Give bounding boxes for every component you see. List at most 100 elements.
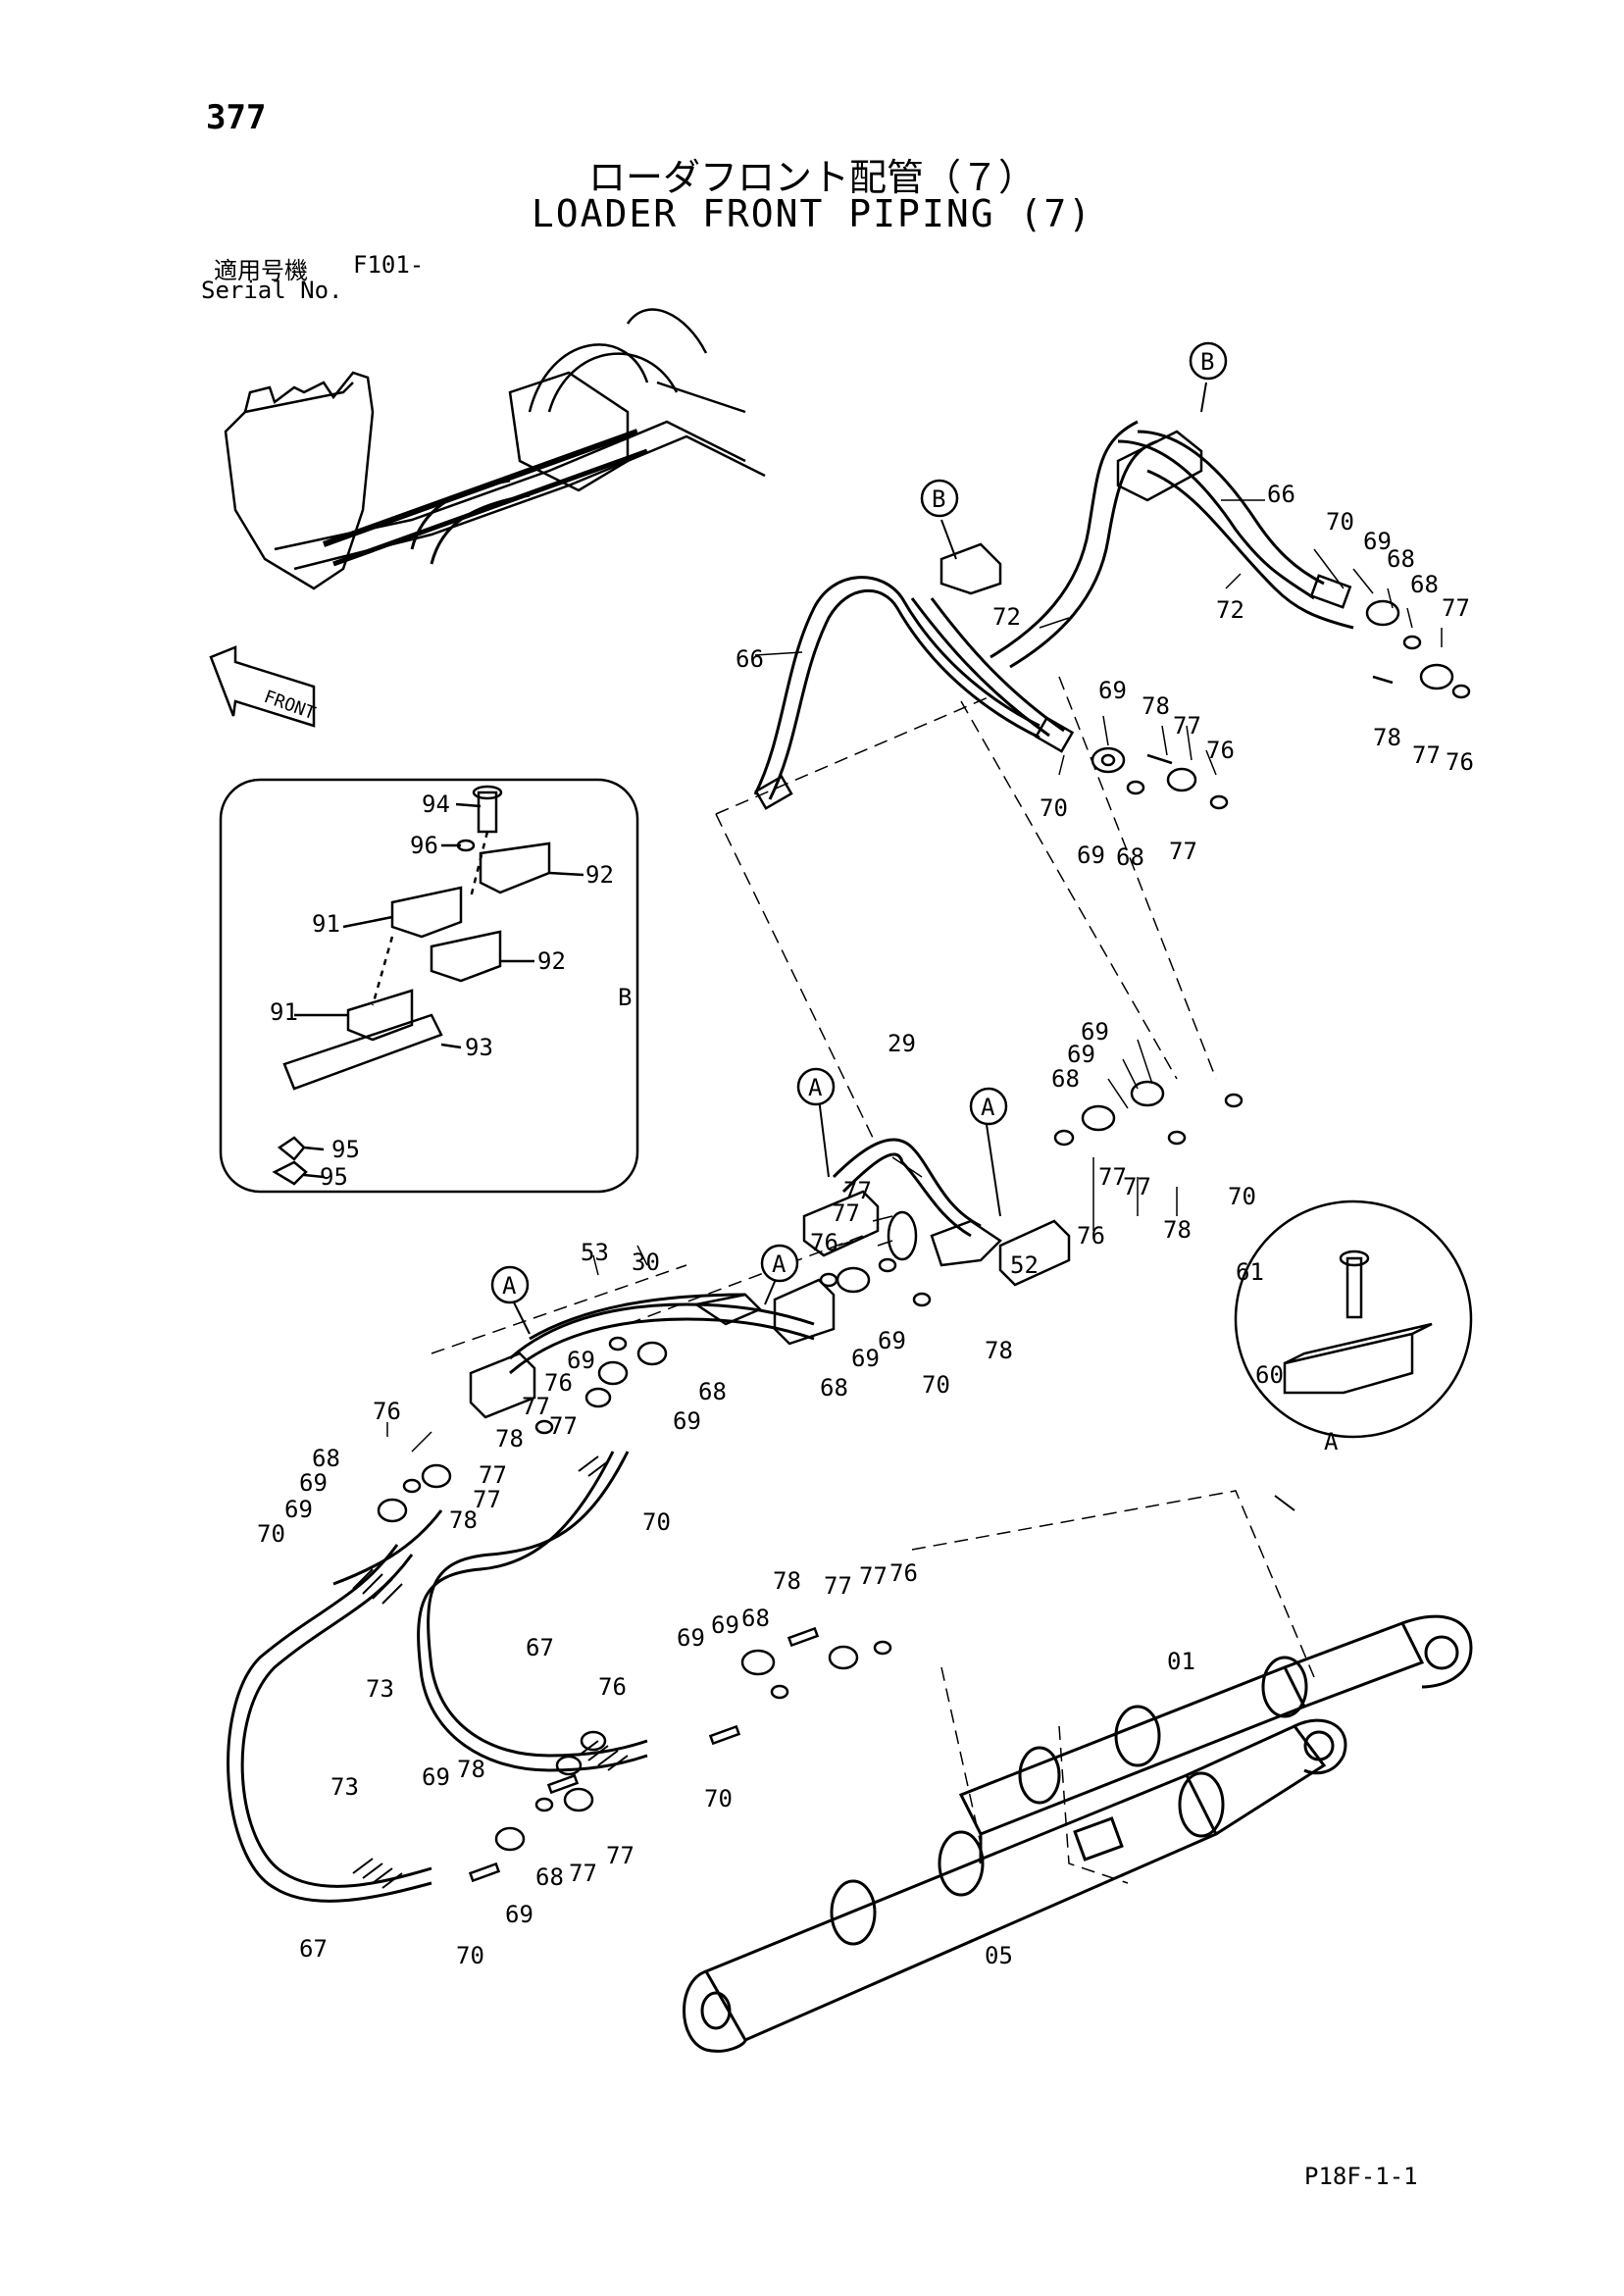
callout-b-upper: B (1200, 348, 1214, 376)
part-66: 66 (736, 645, 764, 673)
title-japanese: ローダフロント配管（７） (587, 156, 1036, 199)
part-78: 78 (773, 1567, 801, 1595)
page-number: 377 (206, 98, 267, 137)
part-68: 68 (535, 1863, 564, 1891)
part-77: 77 (1169, 838, 1197, 865)
part-77: 77 (569, 1860, 597, 1887)
upper-hoses-66-72 (753, 420, 1354, 800)
part-69: 69 (1098, 677, 1127, 704)
callout-b-middle: B (932, 485, 945, 513)
part-69: 69 (284, 1496, 313, 1523)
callout-a-2: A (981, 1094, 995, 1121)
part-69: 69 (422, 1763, 450, 1791)
part-77: 77 (522, 1393, 550, 1420)
callout-a-4: A (772, 1250, 787, 1278)
part-76: 76 (889, 1559, 918, 1587)
part-77: 77 (479, 1461, 507, 1489)
part-76: 76 (598, 1673, 627, 1701)
part-93: 93 (465, 1034, 493, 1061)
part-52: 52 (1010, 1251, 1039, 1279)
part-70: 70 (1040, 794, 1068, 822)
title-english: LOADER FRONT PIPING (7) (531, 192, 1093, 235)
part-leaders (386, 499, 1443, 1453)
part-78: 78 (1142, 692, 1170, 720)
part-67: 67 (299, 1935, 328, 1963)
serial-label-english: Serial No. (201, 277, 343, 304)
part-69: 69 (1081, 1018, 1109, 1046)
bucket-cylinder-01 (958, 1614, 1473, 1863)
part-69: 69 (711, 1611, 739, 1639)
part-96: 96 (410, 832, 438, 859)
detail-b-label: B (618, 984, 632, 1011)
part-70: 70 (1228, 1183, 1256, 1210)
part-95: 95 (331, 1136, 360, 1163)
part-69: 69 (567, 1347, 595, 1374)
part-78: 78 (1373, 724, 1401, 751)
part-77: 77 (859, 1562, 888, 1590)
part-72: 72 (992, 603, 1021, 631)
part-78: 78 (495, 1425, 524, 1453)
part-69: 69 (1077, 842, 1105, 869)
part-77: 77 (549, 1412, 578, 1440)
part-69: 69 (878, 1327, 906, 1354)
part-77: 77 (1098, 1163, 1127, 1191)
part-69: 69 (505, 1901, 533, 1928)
part-70: 70 (642, 1508, 671, 1536)
detail-b-leaders (294, 802, 584, 1179)
bucket-cylinder-05 (683, 1718, 1347, 2053)
part-77: 77 (824, 1572, 852, 1600)
part-77: 77 (843, 1177, 872, 1204)
part-68: 68 (741, 1605, 770, 1632)
upper-hose-fittings (754, 430, 1471, 810)
part-94: 94 (422, 791, 450, 818)
middle-flanges (377, 1080, 1243, 1523)
part-76: 76 (1206, 737, 1235, 764)
part-73: 73 (330, 1773, 359, 1801)
part-66: 66 (1267, 481, 1295, 508)
part-53: 53 (581, 1239, 609, 1266)
part-77: 77 (1412, 741, 1441, 769)
part-68: 68 (698, 1378, 727, 1405)
callout-markers (490, 341, 1228, 1304)
part-68: 68 (820, 1374, 848, 1402)
part-69: 69 (1363, 528, 1392, 555)
part-68: 68 (312, 1445, 340, 1472)
part-69: 69 (677, 1624, 705, 1652)
serial-label-japanese: 適用号機 (214, 257, 308, 284)
part-76: 76 (373, 1398, 401, 1425)
callout-a-1: A (808, 1074, 823, 1101)
part-30: 30 (632, 1249, 660, 1276)
front-arrow-icon (209, 645, 316, 728)
part-77: 77 (473, 1486, 501, 1513)
part-69: 69 (673, 1407, 701, 1435)
part-78: 78 (1163, 1216, 1192, 1244)
middle-tubes (509, 1138, 982, 1375)
routing-guides (431, 676, 1315, 1884)
part-77: 77 (832, 1199, 860, 1227)
part-78: 78 (457, 1756, 485, 1783)
lower-hoses-67-73 (227, 1451, 648, 1903)
part-67: 67 (526, 1634, 554, 1661)
part-69: 69 (1067, 1041, 1095, 1068)
part-76: 76 (810, 1229, 838, 1256)
detail-b-frame (219, 778, 639, 1194)
part-77: 77 (1123, 1173, 1151, 1200)
part-60: 60 (1255, 1361, 1284, 1389)
document-code: P18F-1-1 (1304, 2163, 1418, 2190)
loader-overview-illustration (224, 308, 766, 590)
part-68: 68 (1116, 843, 1144, 871)
part-70: 70 (704, 1785, 733, 1812)
part-70: 70 (1326, 508, 1354, 536)
lower-flanges (468, 1626, 892, 1883)
part-72: 72 (1216, 596, 1244, 624)
part-92: 92 (537, 947, 566, 975)
callout-a-3: A (502, 1272, 517, 1300)
detail-a-frame (1234, 1199, 1473, 1439)
part-69: 69 (851, 1345, 880, 1372)
part-61: 61 (1236, 1258, 1264, 1286)
part-05: 05 (985, 1942, 1013, 1969)
part-91: 91 (312, 910, 340, 938)
callout-letters: B B A A A A (502, 348, 1214, 1300)
part-68: 68 (1410, 571, 1439, 598)
